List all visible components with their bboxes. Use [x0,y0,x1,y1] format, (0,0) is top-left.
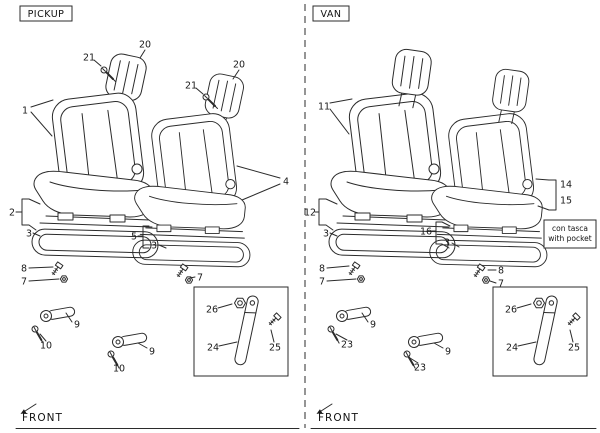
nut-icon [356,275,366,283]
callout-1-label: 1 [22,106,28,117]
callout-7-label: 7 [197,273,203,284]
callout-8-label: 8 [319,264,325,275]
bolt-icon [174,263,189,279]
pickup-title-box [19,5,73,22]
pocket-note-box [543,219,597,249]
callout-25-label: 25 [269,343,281,354]
van-title-box [312,5,350,22]
front-marker: FRONT [310,403,597,429]
pocket-note-line2: with pocket [548,234,591,243]
front-label: FRONT [318,412,359,424]
callout-26-label: 26 [505,305,517,316]
callout-11-label: 11 [318,102,330,113]
callout-21-label: 21 [83,53,95,64]
callout-7-label: 7 [319,277,325,288]
detail-inset: 26 24 25 [492,286,588,377]
bolt-icon [49,261,64,277]
callout-7-label: 7 [21,277,27,288]
callout-2-label: 2 [9,208,15,219]
nut-icon [481,276,491,284]
callout-9-label: 9 [445,347,451,358]
front-arrow-icon [316,409,323,414]
panel-title: VAN [321,9,342,20]
pocket-note-line1: con tasca [552,224,588,233]
callout-25-label: 25 [568,343,580,354]
van-panel: VAN 11 12 [304,5,597,429]
callout-7-label: 7 [498,279,504,290]
hexnut-icon [234,297,246,309]
detail-inset: 26 24 25 [193,286,289,377]
front-arrow-icon [20,409,27,414]
seat-illustration [31,90,159,259]
front-marker: FRONT [15,403,300,429]
callout-3-label: 3 [323,229,329,240]
leader-lines [314,98,557,364]
nut-icon [59,275,69,283]
callout-10-label: 10 [40,341,52,352]
bolt-icon [266,312,282,328]
callout-4-label: 4 [283,177,289,188]
callout-8-label: 8 [498,266,504,277]
hexnut-icon [533,297,545,309]
callout-12-label: 12 [304,208,316,219]
callout-24-label: 24 [506,343,518,354]
pickup-panel: PICKUP [9,5,300,429]
bolt-icon [471,263,486,279]
bolt-icon [565,312,581,328]
callout-8-label: 8 [21,264,27,275]
callout-9-label: 9 [74,320,80,331]
callout-26-label: 26 [206,305,218,316]
callout-10-label: 10 [113,364,125,375]
callout-3-label: 3 [444,238,450,249]
callout-23-label: 23 [414,363,426,374]
pocket-note: con tasca with pocket [543,219,597,249]
callout-24-label: 24 [207,343,219,354]
callout-3-label: 3 [151,241,157,252]
callout-20-label: 20 [233,60,245,71]
callout-16-label: 16 [420,227,432,238]
callout-14-label: 14 [560,180,572,191]
callout-9-label: 9 [370,320,376,331]
callout-21-label: 21 [185,81,197,92]
callout-5-label: 5 [131,232,137,243]
front-label: FRONT [22,412,63,424]
callout-23-label: 23 [341,340,353,351]
bolt-icon [346,261,361,277]
detail-inset-box [492,286,588,377]
callout-9-label: 9 [149,347,155,358]
detail-inset-box [193,286,289,377]
panel-title: PICKUP [28,9,65,20]
callout-3-label: 3 [26,229,32,240]
leader-lines [15,49,281,365]
callout-20-label: 20 [139,40,151,51]
callout-15-label: 15 [560,196,572,207]
